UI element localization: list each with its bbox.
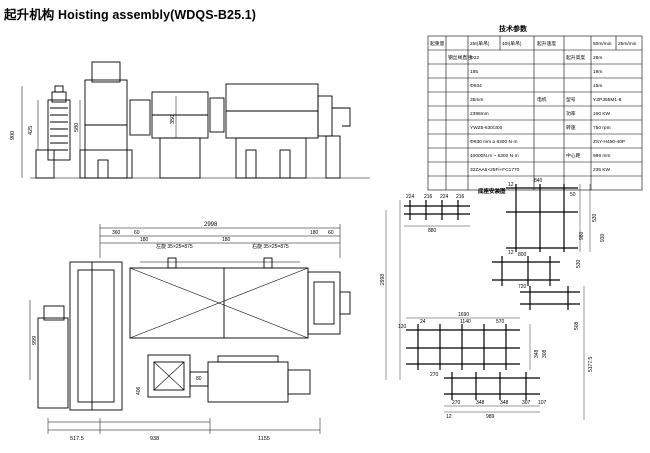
- base-drawing: [404, 184, 580, 400]
- base-dim-720: 720: [518, 284, 527, 290]
- base-dim-348b: 348: [500, 400, 509, 406]
- base-dim-1140: 1140: [460, 319, 471, 325]
- dim-plan-360: 360: [112, 230, 121, 236]
- parameter-table: [427, 35, 643, 191]
- base-dim-930: 930: [600, 233, 606, 242]
- base-dim-12b: 12: [508, 250, 514, 256]
- base-dim-308: 308: [542, 349, 548, 358]
- dim-plan-1155: 1155: [258, 436, 270, 442]
- table-cells: 起重量 25t(单吊) 40t(单吊) 起升速度 50m/min 25m/min…: [430, 40, 637, 173]
- elevation-view: [30, 61, 370, 179]
- cell-6-2: YWZ5-630/300: [470, 125, 503, 131]
- dim-plan-180: 180: [310, 230, 319, 236]
- dim-plan-2998: 2998: [204, 222, 218, 228]
- base-dim-840: 840: [534, 178, 543, 184]
- base-dim-12a: 12: [508, 182, 514, 188]
- base-dim-12c: 12: [446, 414, 452, 420]
- cell-5-5: 160 KW: [593, 111, 611, 117]
- dim-plan-517: 517.5: [70, 436, 84, 442]
- cell-6-5: 750 rpm: [593, 125, 611, 131]
- base-dim-570: 570: [496, 319, 505, 325]
- cell-2-5: 19m: [593, 69, 602, 75]
- cell-7-2: Φ630 mm ≥ 6300 N·m: [470, 139, 518, 145]
- cell-4-2: 35mm: [470, 97, 483, 103]
- cell-0-2: 40t(单吊): [502, 40, 522, 47]
- dim-plan-180b: 180: [140, 237, 149, 243]
- cell-7-5: ZSY-H450-40P: [593, 139, 625, 145]
- base-dim-880: 880: [428, 228, 437, 234]
- cell-8-4: 中心距: [566, 152, 581, 159]
- base-dim-508: 508: [574, 321, 580, 330]
- cell-0-3: 起升速度: [537, 40, 556, 47]
- dim-plan-999: 999: [32, 336, 38, 345]
- cell-1-1: 钢丝绳直径: [448, 54, 472, 61]
- base-dim-216b: 216: [456, 194, 465, 200]
- base-dim-107: 107: [538, 400, 547, 406]
- dim-elev-425: 425: [28, 126, 34, 135]
- base-dim-530: 530: [592, 213, 598, 222]
- base-dim-2998: 2998: [380, 274, 386, 285]
- dim-plan-406: 406: [136, 386, 142, 395]
- cell-1-5: 28m: [593, 55, 602, 61]
- cell-2-2: 185: [470, 69, 478, 75]
- drum-label-right: 右旋 35×25=875: [252, 243, 289, 250]
- dim-elev-900: 900: [10, 131, 16, 140]
- base-dim-50: 50: [570, 192, 576, 198]
- drawing-title: 起升机构 Hoisting assembly(WDQS-B25.1): [4, 8, 257, 22]
- drum-label-left: 左旋 35×25=875: [156, 243, 193, 250]
- dim-plan-80: 80: [196, 376, 202, 382]
- base-title: 底座安装图: [477, 187, 506, 195]
- cell-0-0: 起重量: [430, 40, 445, 47]
- base-dim-307: 307: [522, 400, 531, 406]
- cell-4-5: YZP355M1-8: [593, 97, 622, 103]
- cell-3-2: Φ834: [470, 83, 482, 89]
- base-dim-800: 800: [518, 252, 527, 258]
- cell-5-4: 功率: [566, 110, 576, 117]
- base-dim-530b: 530: [576, 259, 582, 268]
- dim-plan-60b: 60: [328, 230, 334, 236]
- elevation-dimensions: [21, 86, 177, 178]
- base-dim-24: 24: [420, 319, 426, 325]
- cell-6-4: 转速: [566, 124, 576, 131]
- cell-0-1: 25t(单吊): [470, 40, 490, 47]
- base-dim-5177: 5177.5: [588, 356, 594, 372]
- cell-3-5: 15m: [593, 83, 602, 89]
- base-dim-989: 989: [486, 414, 495, 420]
- cell-9-2: 32ZAA6×25Fi+FC1770: [470, 167, 520, 173]
- cell-4-3: 电机: [537, 96, 547, 103]
- base-dimension-text: 224 216 224 216 840 12 12 50 880 530 980…: [380, 178, 606, 420]
- base-dim-348r: 348: [534, 349, 540, 358]
- base-dim-980: 980: [579, 231, 585, 240]
- base-dim-270: 270: [430, 372, 439, 378]
- base-dim-270b: 270: [452, 400, 461, 406]
- cell-5-2: 2398mm: [470, 111, 489, 117]
- dim-elev-580: 580: [74, 123, 80, 132]
- cell-9-5: 235 KW: [593, 167, 611, 173]
- cell-8-2: 40000N.m ~ 6300 N·m: [470, 153, 519, 159]
- cell-0-5: 25m/min: [618, 41, 637, 47]
- cell-4-4: 型号: [566, 96, 576, 103]
- cell-1-4: 起升高度: [566, 54, 585, 61]
- base-dim-120: 120: [398, 324, 407, 330]
- cell-0-4: 50m/min: [593, 41, 612, 47]
- cell-1-2: Φ22: [470, 55, 479, 61]
- table-title: 技术参数: [499, 24, 528, 33]
- base-dim-348a: 348: [476, 400, 485, 406]
- plan-view: [29, 224, 351, 434]
- dim-elev-350: 350: [170, 115, 176, 124]
- base-dim-216a: 216: [424, 194, 433, 200]
- cell-8-5: 989 mm: [593, 153, 610, 159]
- base-dimension-lines: [385, 184, 591, 420]
- base-dim-224b: 224: [440, 194, 449, 200]
- base-dim-1690: 1690: [458, 312, 469, 318]
- dim-plan-938: 938: [150, 436, 159, 442]
- base-dim-224a: 224: [406, 194, 415, 200]
- dim-plan-180c: 180: [222, 237, 231, 243]
- dim-plan-60: 60: [134, 230, 140, 236]
